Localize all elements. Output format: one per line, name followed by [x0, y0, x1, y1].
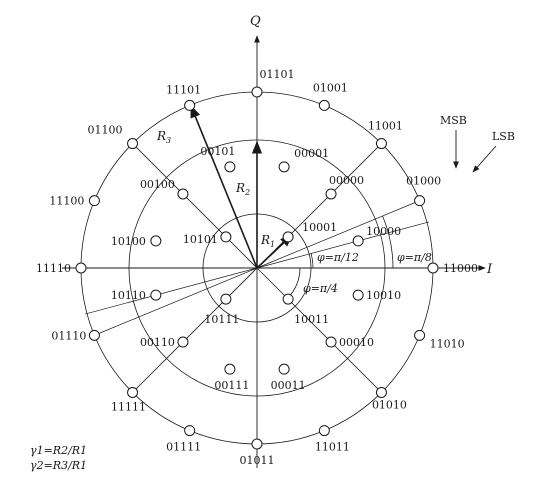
angle-line — [92, 267, 258, 337]
point-label: 00001 — [294, 147, 329, 160]
point-label: 10011 — [294, 313, 329, 326]
point-label: 00100 — [140, 178, 175, 191]
diagonal-guide-lines — [132, 143, 382, 393]
point-label: 01100 — [88, 124, 123, 137]
angle-line — [256, 221, 430, 269]
diagonal-line — [132, 267, 258, 393]
point-label: 10100 — [111, 235, 146, 248]
point-label: 01111 — [166, 441, 201, 454]
angle-label-pi-8: φ=π/8 — [397, 251, 432, 264]
msb-label: MSB — [440, 114, 467, 127]
constellation-point — [282, 293, 294, 305]
constellation-points: 10001 10101 10111 10011 10000 00000 00001 00101… — [36, 68, 478, 467]
arc-pi-8 — [382, 215, 394, 269]
constellation-point — [220, 293, 232, 305]
lsb-label: LSB — [492, 130, 515, 143]
angle-label-pi-12: φ=π/12 — [317, 251, 359, 264]
angle-line — [256, 199, 422, 269]
constellation-point — [220, 231, 232, 243]
constellation-point — [352, 235, 364, 247]
constellation-point — [224, 363, 236, 375]
constellation-point — [427, 262, 439, 274]
constellation-point — [352, 289, 364, 301]
constellation-point — [150, 235, 162, 247]
point-label: 11011 — [315, 441, 350, 454]
constellation-point — [318, 425, 330, 437]
point-label: 11111 — [111, 400, 146, 413]
point-label: 01101 — [260, 68, 295, 81]
point-label: 10000 — [366, 225, 401, 238]
point-label: 11001 — [368, 120, 403, 133]
constellation-point — [251, 438, 263, 450]
diagonal-line — [132, 143, 258, 269]
q-axis-label: Q — [250, 14, 261, 29]
constellation-point — [127, 386, 139, 398]
constellation-point — [251, 86, 263, 98]
r2-label: R2 — [235, 181, 250, 197]
point-label: 01011 — [240, 454, 275, 467]
constellation-point — [278, 161, 290, 173]
constellation-point — [177, 188, 189, 200]
point-label: 00011 — [271, 379, 306, 392]
constellation-point — [414, 329, 426, 341]
constellation-point — [282, 231, 294, 243]
point-label: 01110 — [51, 329, 86, 342]
constellation-point — [127, 138, 139, 150]
point-label: 11100 — [49, 195, 84, 208]
constellation-point — [177, 336, 189, 348]
r3-label: R3 — [156, 129, 171, 145]
point-label: 01010 — [372, 398, 407, 411]
point-label: 00010 — [339, 336, 374, 349]
point-label: 00101 — [200, 145, 235, 158]
point-label: 11101 — [166, 83, 201, 96]
constellation-point — [318, 99, 330, 111]
angle-line — [84, 267, 258, 315]
diagonal-line — [256, 143, 382, 269]
i-axis-label: I — [486, 262, 493, 277]
constellation-point — [224, 161, 236, 173]
point-label: 10111 — [204, 313, 239, 326]
arc-pi-12 — [310, 253, 314, 269]
point-label: 10001 — [302, 221, 337, 234]
point-label: 01001 — [313, 81, 348, 94]
constellation-point — [375, 138, 387, 150]
gamma1-note: γ1=R2/R1 — [30, 444, 87, 457]
point-label: 11110 — [36, 262, 71, 275]
constellation-point — [184, 99, 196, 111]
gamma2-note: γ2=R3/R1 — [30, 459, 87, 472]
point-label: 00110 — [140, 336, 175, 349]
constellation-point — [325, 188, 337, 200]
constellation-point — [278, 363, 290, 375]
constellation-point — [88, 195, 100, 207]
constellation-point — [375, 386, 387, 398]
point-label: 00111 — [214, 379, 249, 392]
angle-guide-lines — [84, 199, 430, 337]
diagonal-line — [256, 267, 382, 393]
r3-vector — [190, 104, 258, 269]
constellation-point — [88, 329, 100, 341]
r1-label: R1 — [260, 233, 275, 249]
constellation-point — [184, 425, 196, 437]
constellation-point — [150, 289, 162, 301]
point-label: 11000 — [443, 262, 478, 275]
point-label: 10110 — [111, 289, 146, 302]
point-label: 10101 — [183, 233, 218, 246]
angle-label-pi-4: φ=π/4 — [303, 282, 338, 295]
point-label: 10010 — [366, 289, 401, 302]
constellation-point — [325, 336, 337, 348]
point-label: 01000 — [406, 175, 441, 188]
point-label: 11010 — [430, 337, 465, 350]
constellation-point — [414, 195, 426, 207]
point-label: 00000 — [329, 174, 364, 187]
lsb-pointer — [472, 145, 497, 173]
constellation-point — [75, 262, 87, 274]
